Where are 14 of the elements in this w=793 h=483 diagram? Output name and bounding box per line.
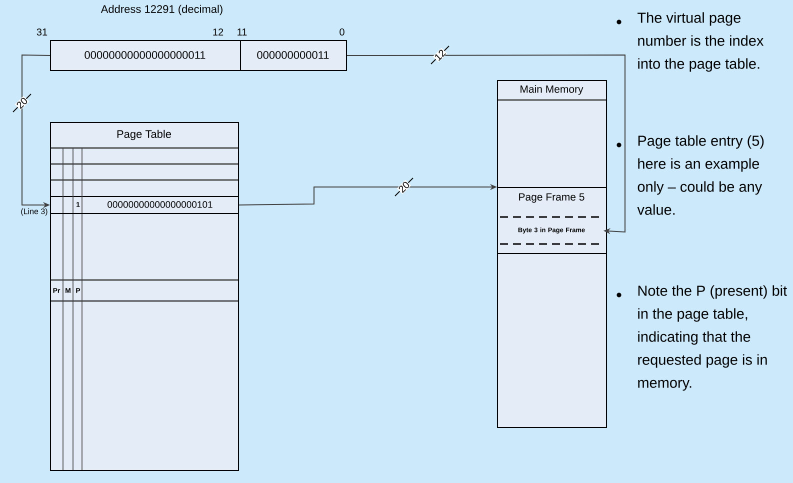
bit-number: 12 [213, 28, 224, 36]
bus-width-label: 20 [394, 178, 414, 196]
bit-field: 000000000011 [240, 40, 347, 71]
bit-field: 00000000000000000011 [50, 40, 241, 71]
bullet-text: Note the P (present) bit in the page table, indicating that the requested page is in memory. [638, 285, 787, 391]
row-caption: (Line 3) [21, 208, 48, 216]
arrow [346, 54, 626, 234]
bit-number: 31 [36, 28, 48, 36]
bit-number: 11 [238, 28, 247, 36]
address-caption: Address 12291 (decimal) [100, 4, 222, 16]
bullet-text: The virtual page number is the index into the page table. [638, 12, 764, 72]
bullet-text: Page table entry (5) here is an example only – could be any value. [637, 135, 764, 215]
bus-width-label: 20 [12, 94, 32, 112]
bus-width-label: 12 [430, 46, 450, 64]
